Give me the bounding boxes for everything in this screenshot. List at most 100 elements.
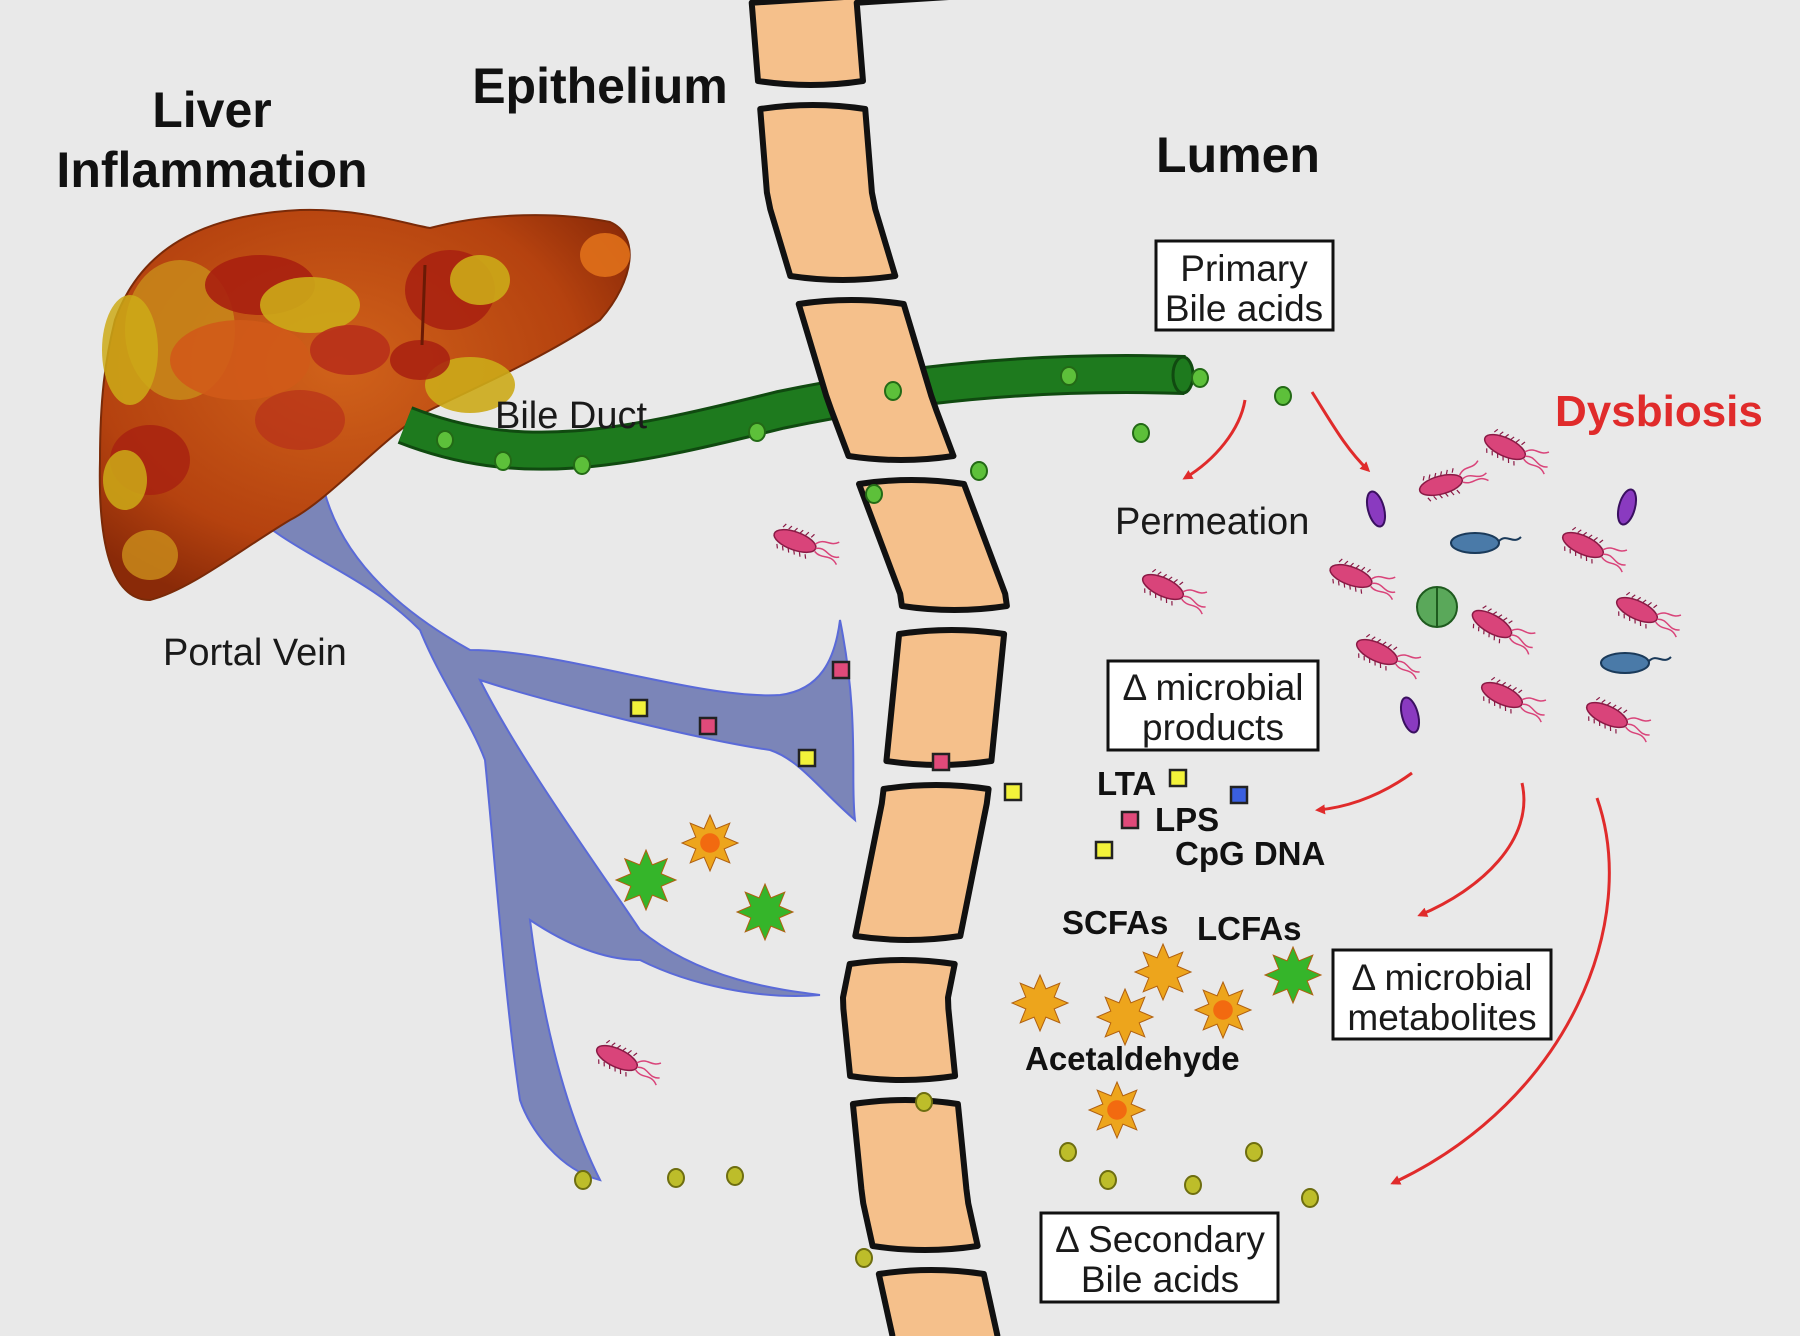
diplococcus-bacterium — [1416, 586, 1458, 628]
portal-vein-label: Portal Vein — [163, 632, 347, 674]
rod-bacterium — [1141, 568, 1208, 615]
bile-duct — [397, 354, 1195, 471]
secondary-bile-acids-line2: Bile acids — [1081, 1259, 1239, 1300]
liver-title-line2: Inflammation — [56, 142, 367, 198]
dysbiosis-label: Dysbiosis — [1555, 387, 1763, 436]
secondary-bile-acid-dot — [667, 1168, 685, 1188]
lcfas-label: LCFAs — [1197, 910, 1302, 947]
liver — [98, 208, 631, 602]
cpg-dna-label: CpG DNA — [1175, 835, 1325, 872]
spiky-bacterium — [1616, 488, 1638, 526]
scfa-star — [1133, 942, 1193, 1002]
flagellated-bacterium — [1600, 652, 1672, 674]
microbial-product-square — [1229, 785, 1249, 805]
rod-bacterium — [1418, 460, 1489, 502]
microbial-products-box: Δ microbial products — [1106, 659, 1320, 752]
microbial-products-line2: products — [1142, 707, 1284, 748]
primary-bile-acids-line2: Bile acids — [1165, 288, 1323, 329]
rod-bacterium — [1615, 591, 1682, 638]
primary-bile-acid-dot — [970, 461, 988, 481]
microbial-product-square — [1003, 782, 1023, 802]
lcfa-star — [735, 882, 795, 942]
acetaldehyde-star-core — [1107, 1100, 1127, 1120]
secondary-bile-acid-dot — [915, 1092, 933, 1112]
lps-label: LPS — [1155, 801, 1219, 838]
acetaldehyde-star-core — [700, 833, 720, 853]
scfas-label: SCFAs — [1062, 904, 1168, 941]
rod-bacterium — [1585, 696, 1652, 743]
primary-bile-acids-box: Primary Bile acids — [1154, 239, 1335, 332]
primary-bile-acid-dot — [1060, 366, 1078, 386]
arrows — [1182, 391, 1611, 1185]
secondary-bile-acid-dot — [726, 1166, 744, 1186]
primary-bile-acid-dot — [1274, 386, 1292, 406]
microbial-product-square — [629, 698, 649, 718]
microbial-product-square — [698, 716, 718, 736]
spiky-bacterium — [1365, 490, 1387, 528]
acetaldehyde-star-core — [1213, 1000, 1233, 1020]
rod-bacterium — [1480, 676, 1547, 723]
microbial-metabolites-line2: metabolites — [1347, 997, 1536, 1038]
spiky-bacterium — [1399, 696, 1421, 734]
secondary-bile-acid-dot — [1059, 1142, 1077, 1162]
liver-title-line1: Liver — [152, 82, 272, 138]
rod-bacterium — [1483, 428, 1550, 475]
portal-vein — [233, 468, 857, 1182]
secondary-bile-acid-dot — [1245, 1142, 1263, 1162]
microbial-products-line1: Δ microbial — [1123, 667, 1304, 708]
secondary-bile-acid-dot — [574, 1170, 592, 1190]
flagellated-bacterium — [1450, 532, 1522, 554]
primary-bile-acid-dot — [494, 451, 512, 471]
rod-bacterium — [773, 523, 840, 565]
secondary-bile-acid-dot — [1184, 1175, 1202, 1195]
bile-duct-label: Bile Duct — [495, 395, 647, 437]
primary-bile-acid-dot — [573, 455, 591, 475]
secondary-bile-acids-line1: Δ Secondary — [1055, 1219, 1265, 1260]
permeation-label: Permeation — [1115, 501, 1309, 543]
primary-bile-acid-dot — [436, 430, 454, 450]
microbial-metabolites-line1: Δ microbial — [1352, 957, 1533, 998]
primary-bile-acid-dot — [865, 484, 883, 504]
epithelium-layer — [748, 0, 1010, 1341]
lta-label: LTA — [1097, 765, 1156, 802]
metabolite-stars-layer — [614, 813, 1323, 1140]
rod-bacterium — [1329, 558, 1396, 600]
microbial-product-square — [1094, 840, 1114, 860]
scfa-star — [1095, 987, 1155, 1047]
lcfa-star — [1263, 945, 1323, 1005]
epithelium-segment — [748, 0, 950, 88]
rod-bacterium — [1561, 526, 1628, 573]
primary-bile-acids-line1: Primary — [1180, 248, 1308, 289]
secondary-bile-acid-dot — [855, 1248, 873, 1268]
lcfa-star — [614, 848, 678, 912]
primary-bile-acid-dot — [884, 381, 902, 401]
epithelium-segment — [852, 782, 992, 943]
epithelium-segment — [856, 477, 1010, 613]
microbial-product-square — [1168, 768, 1188, 788]
microbial-product-square — [797, 748, 817, 768]
secondary-bile-acids-box: Δ Secondary Bile acids — [1039, 1211, 1280, 1304]
microbial-product-square — [1120, 810, 1140, 830]
microbial-product-square — [931, 752, 951, 772]
epithelium-segment — [757, 102, 899, 283]
epithelium-segment — [875, 1267, 1001, 1341]
acetaldehyde-label: Acetaldehyde — [1025, 1040, 1240, 1077]
primary-bile-acid-dot — [1191, 368, 1209, 388]
rod-bacterium — [595, 1039, 662, 1086]
primary-bile-acid-dot — [1132, 423, 1150, 443]
lumen-title: Lumen — [1156, 127, 1320, 183]
epithelium-segment — [839, 957, 959, 1083]
epithelium-title: Epithelium — [472, 58, 728, 114]
secondary-bile-acid-dot — [1301, 1188, 1319, 1208]
rod-bacterium — [1471, 605, 1536, 655]
rod-bacterium — [1355, 633, 1422, 680]
epithelium-segment — [849, 1097, 981, 1253]
scfa-star — [1010, 973, 1070, 1033]
secondary-bile-acid-dot — [1099, 1170, 1117, 1190]
microbial-metabolites-box: Δ microbial metabolites — [1331, 948, 1553, 1041]
primary-bile-acid-dot — [748, 422, 766, 442]
epithelium-segment — [883, 627, 1008, 768]
bacteria-layer — [595, 428, 1682, 1086]
